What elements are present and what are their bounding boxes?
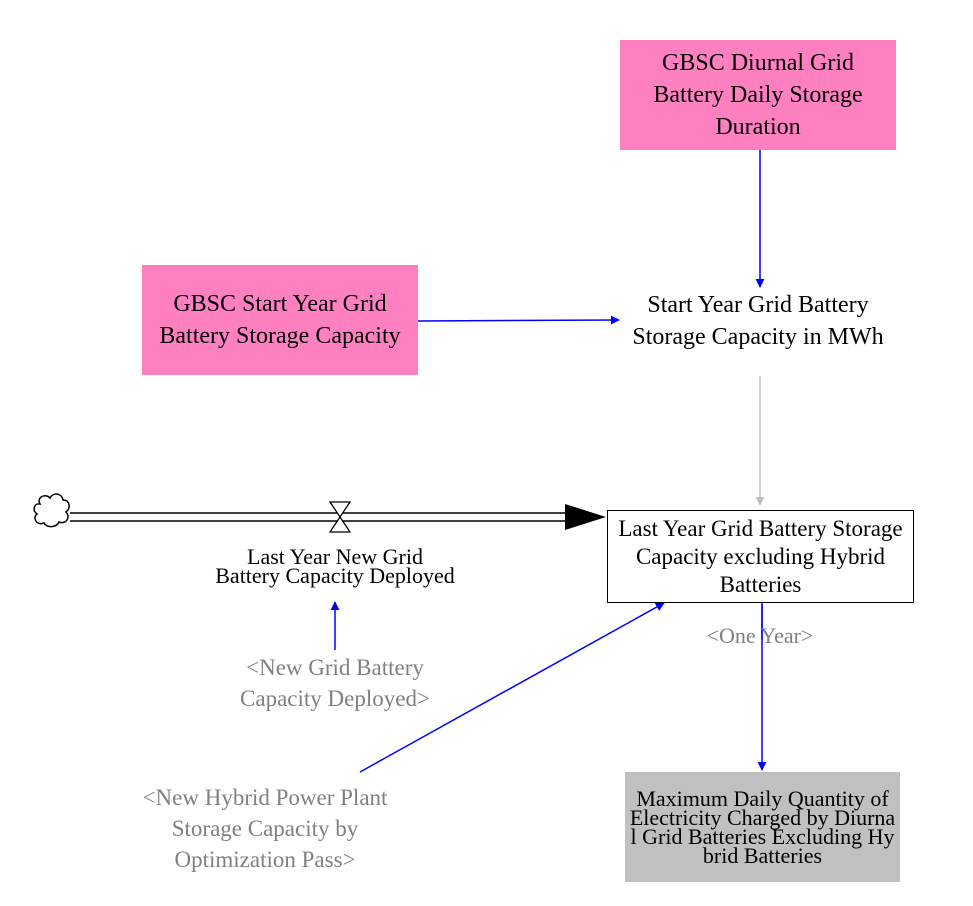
- shadow-new-grid-capacity-label: <New Grid Battery Capacity Deployed>: [240, 655, 430, 711]
- arrow-capacity-to-mwh: [417, 315, 620, 325]
- shadow-hybrid-storage-label: <New Hybrid Power Plant Storage Capacity…: [142, 784, 388, 872]
- node-max-daily-quantity-label: Maximum Daily Quantity of Electricity Ch…: [629, 786, 896, 868]
- node-gbsc-start-capacity[interactable]: GBSC Start Year Grid Battery Storage Cap…: [142, 265, 418, 375]
- node-gbsc-duration-label: GBSC Diurnal Grid Battery Daily Storage …: [653, 50, 863, 140]
- node-gbsc-start-capacity-label: GBSC Start Year Grid Battery Storage Cap…: [159, 291, 401, 349]
- shadow-hybrid-storage[interactable]: <New Hybrid Power Plant Storage Capacity…: [120, 780, 410, 876]
- flow-last-year-new[interactable]: Last Year New Grid Battery Capacity Depl…: [210, 532, 460, 600]
- shadow-one-year[interactable]: <One Year>: [680, 620, 840, 652]
- shadow-one-year-label: <One Year>: [706, 623, 814, 648]
- flow-last-year-new-label: Last Year New Grid Battery Capacity Depl…: [215, 544, 455, 588]
- arrow-hybrid-to-stock: [359, 602, 665, 773]
- node-max-daily-quantity[interactable]: Maximum Daily Quantity of Electricity Ch…: [625, 772, 900, 882]
- node-start-year-mwh-label: Start Year Grid Battery Storage Capacity…: [632, 292, 884, 350]
- node-gbsc-duration[interactable]: GBSC Diurnal Grid Battery Daily Storage …: [620, 40, 896, 150]
- node-start-year-mwh[interactable]: Start Year Grid Battery Storage Capacity…: [620, 268, 896, 374]
- stock-last-year-capacity[interactable]: Last Year Grid Battery Storage Capacity …: [607, 510, 914, 603]
- cloud-source-icon: [33, 493, 70, 528]
- shadow-new-grid-capacity[interactable]: <New Grid Battery Capacity Deployed>: [190, 650, 480, 716]
- stock-last-year-capacity-label: Last Year Grid Battery Storage Capacity …: [618, 515, 903, 597]
- flow-pipe: [70, 504, 606, 530]
- flow-valve-icon: [328, 501, 352, 533]
